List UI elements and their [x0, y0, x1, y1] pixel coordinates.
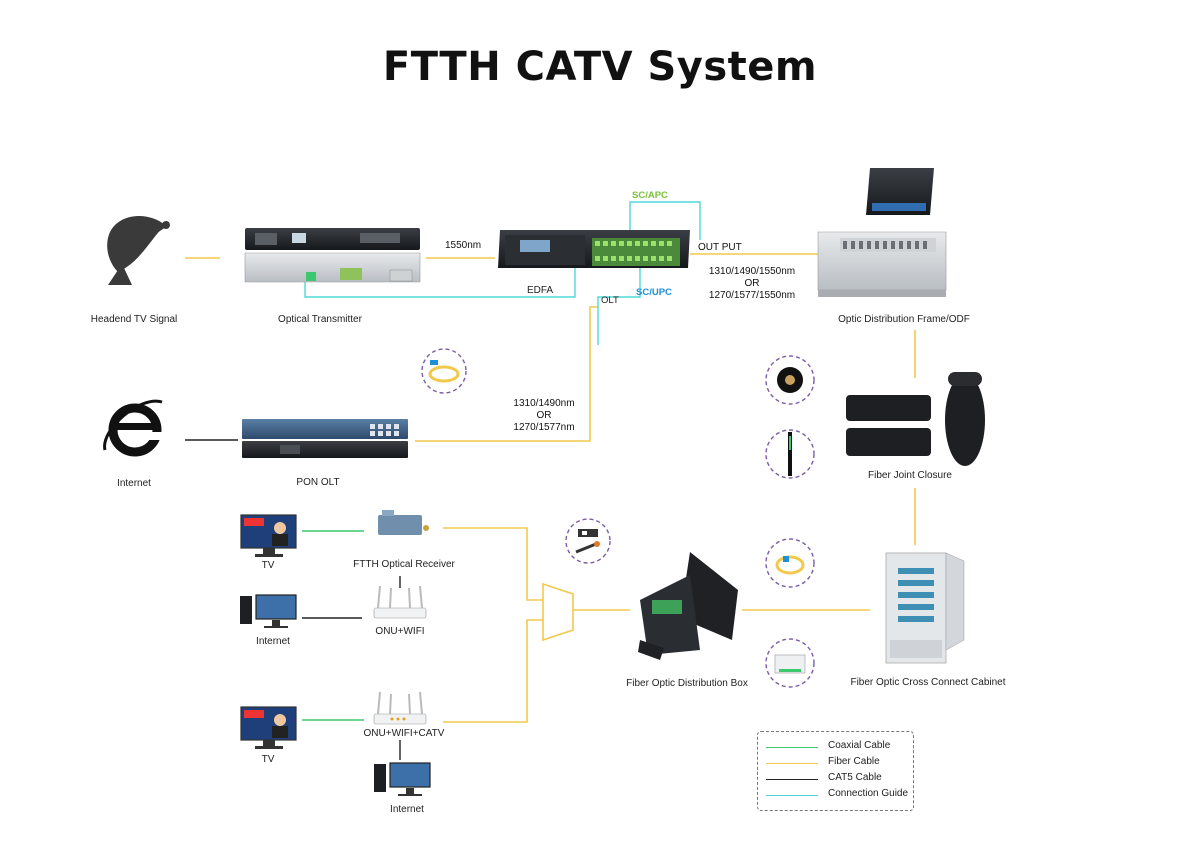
tv-icon	[240, 706, 297, 749]
satellite-dish-icon	[107, 215, 170, 285]
internet-label: Internet	[117, 478, 151, 489]
plc-splitter-icon	[765, 638, 815, 688]
fiber-joint-closure-image	[846, 372, 985, 466]
pon-olt-image	[242, 419, 408, 458]
fiber-connector-icon	[565, 518, 611, 564]
splitter-icon	[542, 582, 574, 642]
legend-label: CAT5 Cable	[828, 772, 882, 783]
olt-wavelength-line: 1270/1577nm	[513, 422, 575, 433]
wavelength-1550-label: 1550nm	[445, 240, 482, 251]
legend-label: Connection Guide	[828, 788, 909, 799]
legend-label: Coaxial Cable	[828, 740, 891, 751]
internet-label: Internet	[256, 636, 290, 647]
pon-olt-label: PON OLT	[296, 477, 340, 488]
cross-connect-cabinet-label: Fiber Optic Cross Connect Cabinet	[850, 677, 1006, 688]
coaxial-cables	[302, 530, 364, 721]
distribution-box-label: Fiber Optic Distribution Box	[626, 678, 748, 689]
desktop-pc-icon	[240, 594, 297, 628]
legend-swatch	[766, 779, 818, 780]
legend-swatch	[766, 763, 818, 764]
olt-wavelength-line: OR	[536, 410, 552, 421]
output-wavelength-line: 1310/1490/1550nm	[708, 266, 796, 277]
optical-receiver-image	[378, 510, 429, 535]
sc-apc-label: SC/APC	[632, 190, 668, 201]
olt-wavelengths: 1310/1490nm OR 1270/1577nm	[513, 398, 574, 434]
patch-cord-icon	[421, 348, 467, 394]
cat5-cables	[185, 439, 401, 760]
olt-port-label: OLT	[601, 295, 619, 306]
desktop-pc-icon	[374, 762, 431, 796]
fiber-cables	[185, 253, 916, 723]
cable-drum-icon	[765, 355, 815, 405]
legend-swatch	[766, 795, 818, 796]
edfa-label: EDFA	[526, 285, 554, 296]
output-wavelength-line: OR	[744, 278, 760, 289]
headend-label: Headend TV Signal	[90, 314, 178, 325]
legend-label: Fiber Cable	[828, 756, 880, 767]
distribution-box-image	[638, 552, 738, 660]
odf-image	[817, 168, 947, 297]
output-wavelength-line: 1270/1577/1550nm	[708, 290, 796, 301]
connection-guide-lines	[304, 201, 701, 345]
output-label: OUT PUT	[698, 242, 742, 253]
tv-label: TV	[261, 754, 275, 765]
legend: Coaxial Cable Fiber Cable CAT5 Cable Con…	[757, 731, 914, 811]
tv-icon	[240, 514, 297, 557]
onu-wifi-catv-router-image	[373, 691, 427, 725]
drop-cable-icon	[765, 429, 815, 479]
tv-label: TV	[261, 560, 275, 571]
optical-transmitter-image	[244, 228, 421, 283]
olt-wavelength-line: 1310/1490nm	[513, 398, 575, 409]
fiber-joint-closure-label: Fiber Joint Closure	[868, 470, 952, 481]
optical-transmitter-label: Optical Transmitter	[278, 314, 362, 325]
fiber-coil-icon	[765, 538, 815, 588]
optical-receiver-label: FTTH Optical Receiver	[353, 559, 455, 570]
onu-wifi-label: ONU+WIFI	[375, 626, 425, 637]
page-title: FTTH CATV System	[382, 44, 818, 90]
sc-upc-label: SC/UPC	[636, 287, 672, 298]
legend-swatch	[766, 747, 818, 748]
cross-connect-cabinet-image	[885, 552, 965, 664]
internet-label: Internet	[390, 804, 424, 815]
edfa-image	[498, 230, 690, 268]
odf-label: Optic Distribution Frame/ODF	[838, 314, 970, 325]
onu-wifi-router-image	[373, 585, 427, 619]
internet-explorer-icon	[103, 399, 163, 457]
onu-wifi-catv-label: ONU+WIFI+CATV	[363, 728, 445, 739]
output-wavelengths: 1310/1490/1550nm OR 1270/1577/1550nm	[709, 266, 795, 302]
